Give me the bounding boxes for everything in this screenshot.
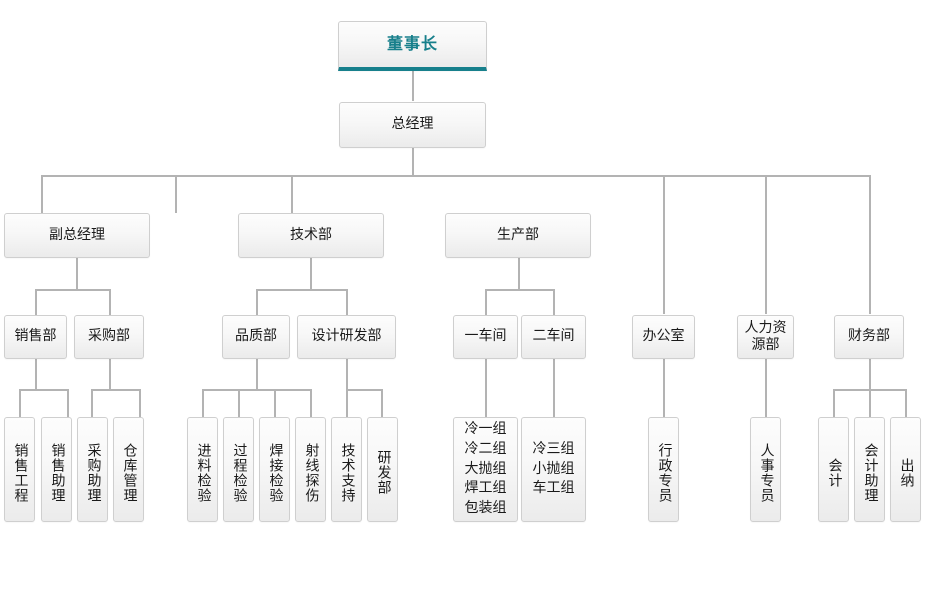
connector-drop-tech-support	[346, 389, 348, 417]
connector-drop-incoming-inspection	[202, 389, 204, 417]
connector-drop-purchasing-dept	[109, 289, 111, 315]
connector-sales-dept-bus	[19, 389, 69, 391]
connector-drop-tech-dept	[175, 175, 177, 213]
node-office[interactable]: 办公室	[632, 315, 695, 359]
connector-drop-accountant	[833, 389, 835, 417]
connector-design-rd-bus	[346, 389, 382, 391]
connector-drop-sales-engineer	[19, 389, 21, 417]
connector-main-bus	[42, 175, 871, 177]
connector-drop-quality-dept	[256, 289, 258, 315]
connector-gm-down	[412, 148, 414, 176]
connector-drop-sales-assistant	[67, 389, 69, 417]
node-incoming-inspection[interactable]: 进料检验	[187, 417, 218, 522]
group-label: 冷三组	[532, 440, 575, 457]
connector-drop-finance	[869, 175, 871, 314]
group-label: 冷一组	[464, 420, 507, 437]
connector-finance-down	[869, 359, 871, 390]
connector-drop-workshop-2	[553, 289, 555, 315]
node-chairman[interactable]: 董事长	[338, 21, 487, 71]
node-purchasing-assistant[interactable]: 采购助理	[77, 417, 108, 522]
connector-deputy-gm-bus	[35, 289, 111, 291]
node-accounting-assistant[interactable]: 会计助理	[854, 417, 885, 522]
node-hr-specialist[interactable]: 人事专员	[750, 417, 781, 522]
node-production-dept[interactable]: 生产部	[445, 213, 591, 258]
connector-drop-deputy-gm	[41, 175, 43, 213]
node-welding-inspection[interactable]: 焊接检验	[259, 417, 290, 522]
node-warehouse-mgmt[interactable]: 仓库管理	[113, 417, 144, 522]
connector-drop-sales-dept	[35, 289, 37, 315]
connector-drop-welding-inspection	[274, 389, 276, 417]
node-hr-dept[interactable]: 人力资源部	[737, 315, 794, 359]
node-deputy-gm[interactable]: 副总经理	[4, 213, 150, 258]
connector-drop-accounting-assistant	[869, 389, 871, 417]
connector-office-down	[663, 359, 665, 417]
connector-hr-down	[765, 359, 767, 417]
node-quality-dept[interactable]: 品质部	[222, 315, 290, 359]
group-label: 焊工组	[464, 480, 507, 497]
connector-workshop-1-down	[485, 359, 487, 417]
connector-production-dept-down	[518, 258, 520, 290]
group-label: 冷二组	[464, 440, 507, 457]
group-label: 包装组	[464, 500, 507, 517]
node-finance-dept[interactable]: 财务部	[834, 315, 904, 359]
connector-drop-rd-section	[381, 389, 383, 417]
node-design-rd-dept[interactable]: 设计研发部	[297, 315, 396, 359]
node-tech-support[interactable]: 技术支持	[331, 417, 362, 522]
connector-drop-office	[663, 175, 665, 314]
node-accountant[interactable]: 会计	[818, 417, 849, 522]
node-tech-dept[interactable]: 技术部	[238, 213, 384, 258]
node-workshop-1[interactable]: 一车间	[453, 315, 518, 359]
node-sales-assistant[interactable]: 销售助理	[41, 417, 72, 522]
node-sales-engineer[interactable]: 销售工程	[4, 417, 35, 522]
group-label: 大抛组	[464, 460, 507, 477]
node-radiographic-testing[interactable]: 射线探伤	[295, 417, 326, 522]
connector-drop-process-inspection	[238, 389, 240, 417]
connector-drop-design-rd-dept	[346, 289, 348, 315]
connector-drop-hr	[765, 175, 767, 314]
connector-deputy-gm-down	[76, 258, 78, 290]
connector-sales-dept-down	[35, 359, 37, 390]
node-admin-specialist[interactable]: 行政专员	[648, 417, 679, 522]
node-workshop-2-groups[interactable]: 冷三组 小抛组 车工组	[521, 417, 586, 522]
connector-chairman-to-gm	[412, 71, 414, 101]
node-rd-section[interactable]: 研发部	[367, 417, 398, 522]
connector-quality-dept-bus	[202, 389, 310, 391]
connector-purchasing-dept-down	[109, 359, 111, 390]
node-workshop-2[interactable]: 二车间	[521, 315, 586, 359]
node-sales-dept[interactable]: 销售部	[4, 315, 67, 359]
connector-drop-purchasing-assistant	[91, 389, 93, 417]
connector-drop-production-dept	[291, 175, 293, 213]
connector-tech-dept-down	[310, 258, 312, 290]
node-purchasing-dept[interactable]: 采购部	[74, 315, 144, 359]
node-process-inspection[interactable]: 过程检验	[223, 417, 254, 522]
connector-drop-radiographic-testing	[310, 389, 312, 417]
connector-drop-warehouse	[139, 389, 141, 417]
connector-purchasing-dept-bus	[91, 389, 141, 391]
connector-drop-workshop-1	[485, 289, 487, 315]
connector-drop-cashier	[905, 389, 907, 417]
connector-quality-dept-down	[256, 359, 258, 390]
connector-workshop-2-down	[553, 359, 555, 417]
node-cashier[interactable]: 出纳	[890, 417, 921, 522]
connector-production-dept-bus	[485, 289, 554, 291]
group-label: 小抛组	[532, 460, 575, 477]
group-label: 车工组	[532, 480, 575, 497]
connector-design-rd-down	[346, 359, 348, 390]
node-general-manager[interactable]: 总经理	[339, 102, 486, 148]
node-workshop-1-groups[interactable]: 冷一组 冷二组 大抛组 焊工组 包装组	[453, 417, 518, 522]
connector-tech-dept-bus	[256, 289, 348, 291]
